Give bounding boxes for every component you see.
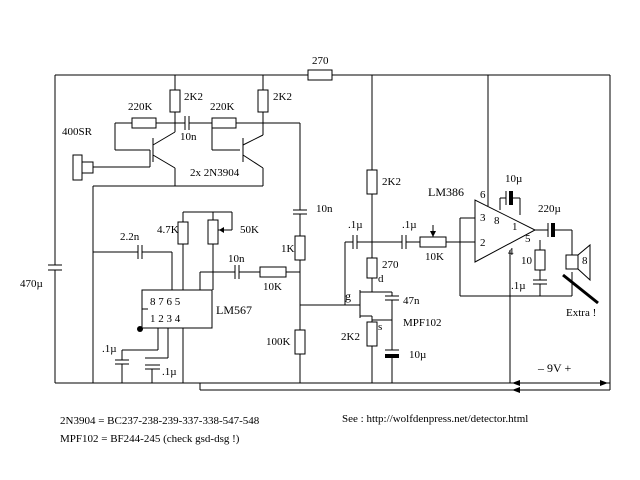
label-speaker: 8 — [582, 255, 588, 267]
label-source: s — [378, 321, 382, 333]
label-pin6: 6 — [480, 189, 486, 201]
label-supply: – 9V + — [537, 361, 571, 375]
label-pin5: 5 — [525, 233, 531, 245]
label-c01-a: .1µ — [102, 343, 117, 355]
label-c10n-c: 10n — [316, 203, 333, 215]
label-ic386: LM386 — [428, 185, 464, 199]
label-pins-top: 8 7 6 5 — [150, 296, 181, 308]
label-r2k2-a: 2K2 — [184, 91, 203, 103]
fet-section — [345, 75, 399, 383]
lm567-network — [93, 211, 300, 290]
label-extra: Extra ! — [566, 307, 596, 319]
left-rail-470u — [48, 75, 62, 383]
label-c01-c: .1µ — [348, 219, 363, 231]
label-c220u: 220µ — [538, 203, 561, 215]
label-c2-2n: 2.2n — [120, 231, 140, 243]
osc-emitters — [93, 168, 264, 187]
label-r2k2-b: 2K2 — [273, 91, 292, 103]
label-c10u-a: 10µ — [409, 349, 426, 361]
label-c10u-b: 10µ — [505, 173, 522, 185]
label-eq2: MPF102 = BF244-245 (check gsd-dsg !) — [60, 433, 240, 445]
label-see: See : http://wolfdenpress.net/detector.h… — [342, 413, 528, 425]
label-ic567: LM567 — [216, 303, 252, 317]
speaker — [562, 243, 599, 305]
transistor-q2 — [211, 123, 264, 169]
label-c01-b: .1µ — [162, 366, 177, 378]
label-eq1: 2N3904 = BC237-238-239-337-338-547-548 — [60, 415, 260, 427]
label-c10n-b: 10n — [228, 253, 245, 265]
mid-column — [293, 209, 402, 383]
label-r1k: 1K — [281, 243, 295, 255]
label-pin2: 2 — [480, 237, 486, 249]
label-r10k-a: 10K — [263, 281, 282, 293]
label-c01-d: .1µ — [402, 219, 417, 231]
label-pin3: 3 — [480, 212, 486, 224]
supply-arrows — [512, 380, 608, 393]
label-transistors: 2x 2N3904 — [190, 167, 240, 179]
label-c470: 470µ — [20, 278, 43, 290]
label-pins-bot: 1 2 3 4 — [150, 313, 181, 325]
label-r220k-a: 220K — [128, 101, 153, 113]
search-coil — [72, 150, 151, 383]
label-r100k: 100K — [266, 336, 291, 348]
transistor-q1 — [114, 123, 176, 169]
label-r2k2-c: 2K2 — [382, 176, 401, 188]
label-pin4: 4 — [508, 246, 514, 258]
label-gate: g — [345, 289, 351, 303]
label-r270-top: 270 — [312, 55, 329, 67]
lm386-section — [401, 75, 573, 383]
label-pot50k: 50K — [240, 224, 259, 236]
label-pin1: 1 — [512, 221, 518, 233]
label-coil: 400SR — [62, 126, 93, 138]
label-c01-e: .1µ — [511, 280, 526, 292]
label-r2k2-d: 2K2 — [341, 331, 360, 343]
label-c10n-a: 10n — [180, 131, 197, 143]
label-pin8: 8 — [494, 215, 500, 227]
label-r270-b: 270 — [382, 259, 399, 271]
label-drain: d — [378, 273, 384, 285]
osc-resistors — [115, 75, 301, 210]
lm567-chip — [115, 289, 213, 383]
label-r4-7k: 4.7K — [157, 224, 179, 236]
top-rail — [55, 69, 610, 81]
label-c47n: 47n — [403, 295, 420, 307]
label-r220k-b: 220K — [210, 101, 235, 113]
label-fet: MPF102 — [403, 317, 442, 329]
label-pot10k: 10K — [425, 251, 444, 263]
label-r10: 10 — [521, 255, 533, 267]
